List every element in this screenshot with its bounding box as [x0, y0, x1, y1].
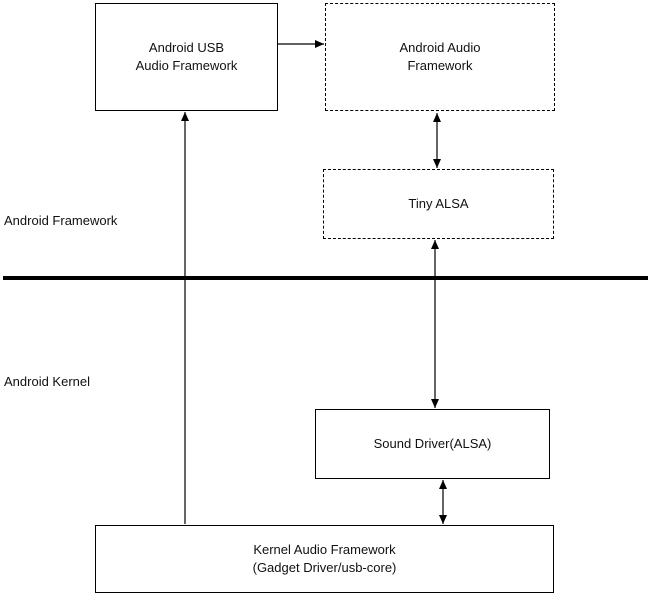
tiny-alsa-box: Tiny ALSA: [323, 169, 554, 239]
kernel-audio-framework-box: Kernel Audio Framework (Gadget Driver/us…: [95, 525, 554, 593]
sound-driver-label: Sound Driver(ALSA): [373, 436, 492, 451]
android-audio-framework-label-line2: Framework: [407, 58, 473, 73]
android-usb-audio-framework-box: Android USB Audio Framework: [95, 3, 278, 111]
tiny-alsa-label: Tiny ALSA: [408, 196, 469, 211]
android-audio-framework-label-line1: Android Audio: [399, 40, 481, 55]
android-framework-layer-label: Android Framework: [4, 213, 118, 228]
android-kernel-layer-label: Android Kernel: [4, 374, 90, 389]
sound-driver-box: Sound Driver(ALSA): [315, 409, 550, 479]
android-usb-audio-framework-label-line2: Audio Framework: [135, 58, 238, 73]
android-usb-audio-framework-label-line1: Android USB: [148, 40, 225, 55]
kernel-audio-framework-label-line1: Kernel Audio Framework: [253, 542, 396, 557]
android-audio-framework-box: Android Audio Framework: [325, 3, 555, 111]
kernel-audio-framework-label-line2: (Gadget Driver/usb-core): [252, 560, 397, 575]
